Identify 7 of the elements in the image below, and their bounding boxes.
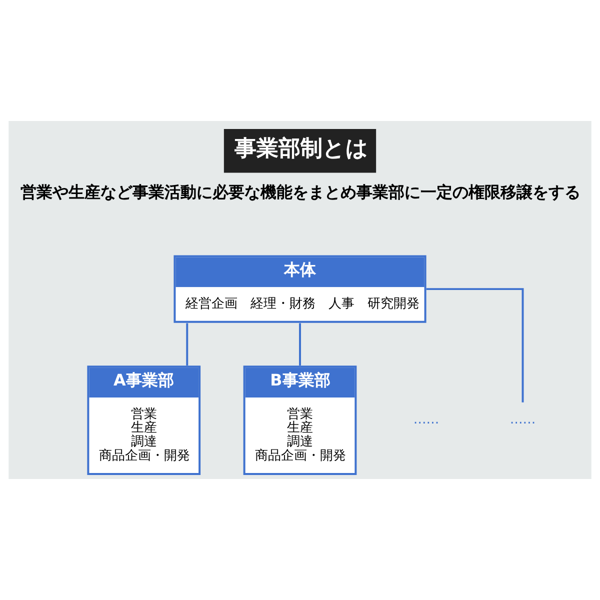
label: 営業や生産など事業活動に必要な機能をまとめ事業部に一定の権限移譲をする: [20, 182, 581, 202]
connector: [299, 323, 301, 366]
connector: [426, 288, 524, 402]
node-text: ……: [510, 412, 536, 428]
label: ……: [413, 412, 440, 428]
connector: [186, 323, 188, 366]
diagram-title: 事業部制とは: [234, 136, 368, 162]
